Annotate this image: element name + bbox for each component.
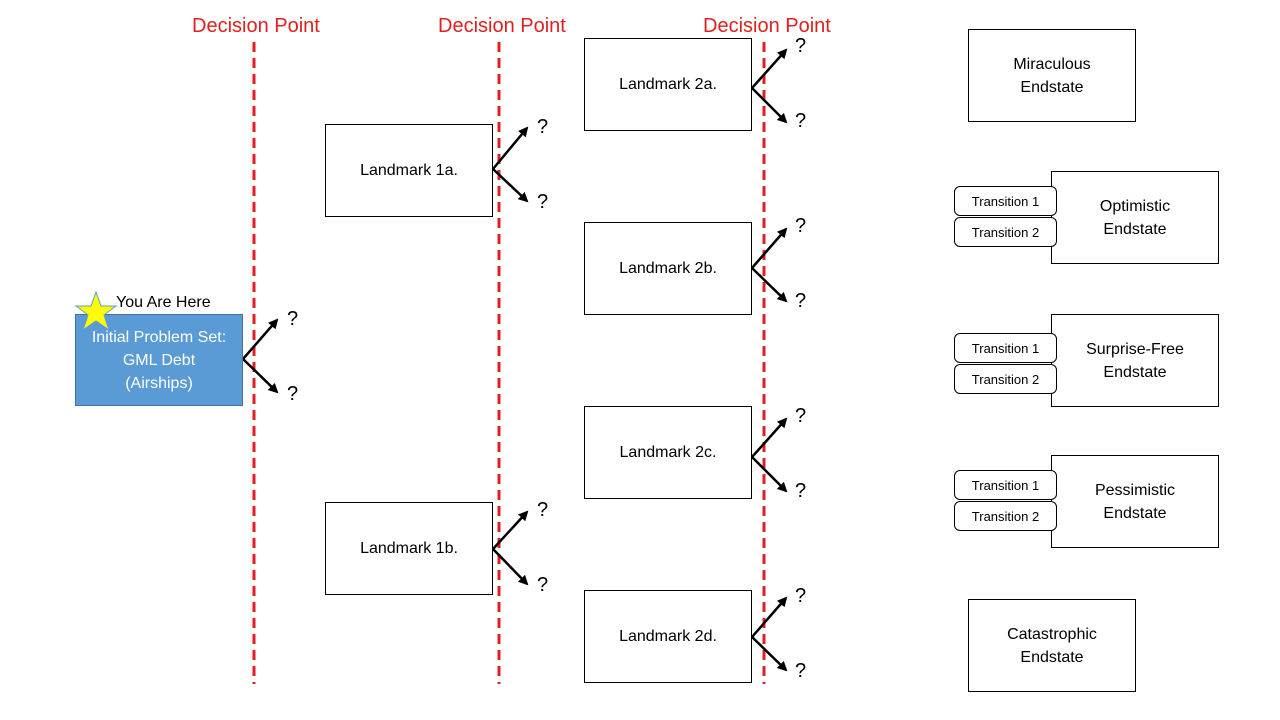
transition-2-pessimistic: Transition 2: [954, 501, 1057, 531]
question-mark: ?: [795, 110, 807, 132]
question-mark: ?: [537, 574, 549, 596]
arrow-initial-down: [242, 358, 279, 394]
landmark-2b-box: Landmark 2b.: [584, 222, 752, 315]
arrow-1a-down: [492, 168, 529, 203]
landmark-2a-box: Landmark 2a.: [584, 38, 752, 131]
transition-1-optimistic: Transition 1: [954, 186, 1057, 216]
arrow-2c-down: [751, 456, 788, 493]
question-mark: ?: [795, 405, 807, 427]
initial-problem-set-box: Initial Problem Set: GML Debt (Airships): [75, 314, 243, 406]
transition-2-surprise-free: Transition 2: [954, 364, 1057, 394]
question-mark: ?: [795, 585, 807, 607]
landmark-2d-box: Landmark 2d.: [584, 590, 752, 683]
question-mark: ?: [795, 290, 807, 312]
arrow-2b-down: [751, 267, 788, 303]
star-icon: [74, 290, 118, 332]
decision-point-label-3: Decision Point: [703, 15, 831, 37]
transition-1-surprise-free: Transition 1: [954, 333, 1057, 363]
transition-2-optimistic: Transition 2: [954, 217, 1057, 247]
endstate-surprise-free-box: Surprise-Free Endstate: [1051, 314, 1219, 407]
arrow-2d-down: [751, 636, 788, 672]
arrow-1b-down: [492, 548, 529, 586]
arrow-2a-up: [751, 48, 788, 89]
arrow-2b-up: [751, 227, 788, 269]
decision-point-label-1: Decision Point: [192, 15, 320, 37]
decision-point-label-2: Decision Point: [438, 15, 566, 37]
question-mark: ?: [537, 499, 549, 521]
arrow-1b-up: [492, 510, 529, 550]
endstate-catastrophic-box: Catastrophic Endstate: [968, 599, 1136, 692]
question-mark: ?: [795, 35, 807, 57]
question-mark: ?: [795, 480, 807, 502]
question-mark: ?: [537, 116, 549, 138]
landmark-1a-box: Landmark 1a.: [325, 124, 493, 217]
arrow-initial-up: [242, 318, 279, 360]
branch-arrows: [242, 48, 788, 672]
question-mark: ?: [287, 383, 299, 405]
arrow-2c-up: [751, 417, 788, 458]
landmark-2c-box: Landmark 2c.: [584, 406, 752, 499]
question-mark: ?: [795, 660, 807, 682]
question-mark: ?: [537, 191, 549, 213]
arrow-2a-down: [751, 87, 788, 124]
you-are-here-label: You Are Here: [116, 294, 211, 311]
endstate-miraculous-box: Miraculous Endstate: [968, 29, 1136, 122]
transition-1-pessimistic: Transition 1: [954, 470, 1057, 500]
arrow-1a-up: [492, 126, 529, 170]
landmark-1b-box: Landmark 1b.: [325, 502, 493, 595]
endstate-pessimistic-box: Pessimistic Endstate: [1051, 455, 1219, 548]
question-mark: ?: [287, 308, 299, 330]
arrow-2d-up: [751, 596, 788, 638]
question-mark: ?: [795, 215, 807, 237]
endstate-optimistic-box: Optimistic Endstate: [1051, 171, 1219, 264]
